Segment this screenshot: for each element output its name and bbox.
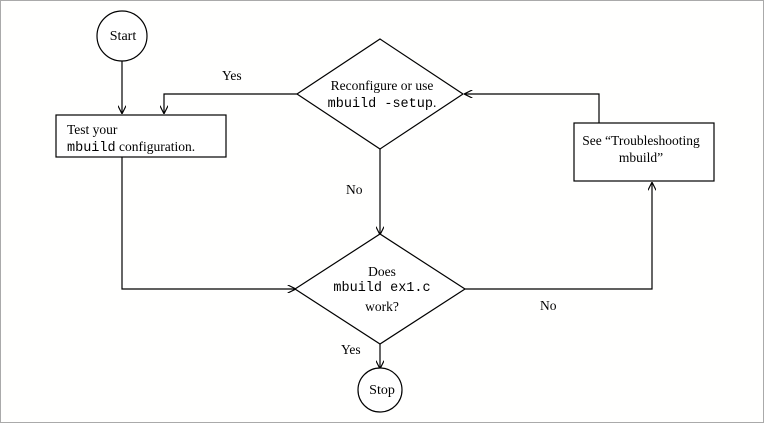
edge-test-to-does <box>121 157 295 289</box>
troubleshooting-box-shape <box>573 122 715 182</box>
test-config-line-2: mbuild configuration. <box>67 138 223 157</box>
test-config-box-shape <box>55 114 227 158</box>
edge-reconfigure-yes-to-test <box>164 93 297 113</box>
reconfigure-mono-token: mbuild -setup <box>327 97 433 113</box>
test-config-line-1: Test your <box>67 122 118 137</box>
test-config-rest-token: configuration. <box>115 139 196 155</box>
reconfigure-line-2: mbuild -setup. <box>301 94 463 113</box>
edge-does-no-to-troubleshooting <box>465 183 652 290</box>
does-work-line-1: Does <box>368 264 396 279</box>
start-terminator-label: Start <box>109 29 137 44</box>
does-work-line-2: mbuild ex1.c <box>333 281 431 297</box>
stop-terminator-label: Stop <box>369 383 395 398</box>
test-config-box-label: Test your mbuild configuration. <box>67 121 223 158</box>
troubleshooting-line-2: mbuild” <box>618 150 664 166</box>
stop-terminator-shape <box>357 367 403 413</box>
reconfigure-rest-token: . <box>432 95 437 111</box>
reconfigure-diamond-label: Reconfigure or use mbuild -setup. <box>301 77 463 114</box>
reconfigure-line-1: Reconfigure or use <box>330 78 434 93</box>
edge-label-yes-does-work: Yes <box>341 342 361 357</box>
test-config-mono-token: mbuild <box>67 141 116 157</box>
edge-label-no-reconfigure: No <box>346 182 363 197</box>
troubleshooting-box-label: See “Troubleshooting mbuild” <box>571 132 711 167</box>
does-work-diamond-label: Does mbuild ex1.c work? <box>309 263 455 315</box>
edge-label-no-does-work: No <box>540 298 557 313</box>
edge-troubleshooting-to-reconfigure <box>465 94 600 123</box>
troubleshooting-line-1: See “Troubleshooting <box>582 133 700 148</box>
edge-label-yes-reconfigure: Yes <box>222 68 242 83</box>
does-work-line-3: work? <box>365 298 399 314</box>
